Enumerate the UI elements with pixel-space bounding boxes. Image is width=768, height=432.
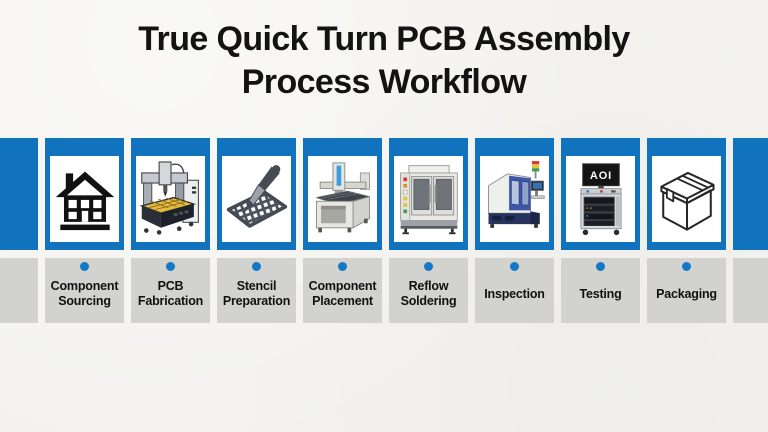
step-dot xyxy=(510,262,519,271)
right-edge-label-bar xyxy=(733,258,768,323)
workflow-image-row: AOI xyxy=(0,138,768,250)
right-edge-bar xyxy=(733,138,768,250)
step-label-cell-stencil-preparation: Stencil Preparation xyxy=(217,258,296,323)
inspection-machine-image xyxy=(487,161,545,228)
shipping-box-icon xyxy=(659,171,715,231)
step-dot xyxy=(166,262,175,271)
step-image-frame xyxy=(50,156,119,242)
step-image-frame: AOI xyxy=(566,156,635,242)
step-label: Component Placement xyxy=(308,279,377,308)
step-tile-pcb-fabrication xyxy=(131,138,210,250)
left-edge-bar xyxy=(0,138,38,250)
workflow-label-row: Component Sourcing PCB Fabrication Stenc… xyxy=(0,258,768,323)
step-tile-component-sourcing xyxy=(45,138,124,250)
aoi-screen-text: AOI xyxy=(589,170,611,182)
step-label: Testing xyxy=(579,286,622,301)
step-tile-stencil-preparation xyxy=(217,138,296,250)
step-label: Packaging xyxy=(656,286,717,301)
left-edge-label-bar xyxy=(0,258,38,323)
step-label: Stencil Preparation xyxy=(222,279,291,308)
step-label-cell-component-placement: Component Placement xyxy=(303,258,382,323)
step-image-frame xyxy=(136,156,205,242)
step-dot xyxy=(596,262,605,271)
step-dot xyxy=(424,262,433,271)
page-title: True Quick Turn PCB Assembly Process Wor… xyxy=(0,18,768,104)
step-label-cell-inspection: Inspection xyxy=(475,258,554,323)
step-label: Component Sourcing xyxy=(50,279,119,308)
step-dot xyxy=(338,262,347,271)
step-tile-inspection xyxy=(475,138,554,250)
aoi-test-rack-image: AOI xyxy=(579,163,622,236)
warehouse-icon xyxy=(55,171,114,231)
pick-and-place-machine-image xyxy=(315,162,370,233)
step-image-frame xyxy=(222,156,291,242)
step-label: Inspection xyxy=(484,286,545,301)
step-image-frame xyxy=(480,156,549,242)
reflow-oven-image xyxy=(399,165,458,235)
step-tile-packaging xyxy=(647,138,726,250)
step-label-cell-component-sourcing: Component Sourcing xyxy=(45,258,124,323)
step-label-cell-reflow-soldering: Reflow Soldering xyxy=(389,258,468,323)
stencil-knife-icon xyxy=(226,165,287,228)
step-image-frame xyxy=(394,156,463,242)
step-dot xyxy=(682,262,691,271)
step-label-cell-packaging: Packaging xyxy=(647,258,726,323)
step-tile-reflow-soldering xyxy=(389,138,468,250)
pcb-fabrication-machine-image xyxy=(138,161,199,235)
page-title-line1: True Quick Turn PCB Assembly xyxy=(138,20,630,58)
step-label: Reflow Soldering xyxy=(400,279,457,308)
step-tile-component-placement xyxy=(303,138,382,250)
step-label: PCB Fabrication xyxy=(137,279,204,308)
step-label-cell-testing: Testing xyxy=(561,258,640,323)
step-dot xyxy=(80,262,89,271)
step-label-cell-pcb-fabrication: PCB Fabrication xyxy=(131,258,210,323)
page-title-line2: Process Workflow xyxy=(241,62,527,101)
step-dot xyxy=(252,262,261,271)
step-image-frame xyxy=(652,156,721,242)
step-image-frame xyxy=(308,156,377,242)
step-tile-testing: AOI xyxy=(561,138,640,250)
